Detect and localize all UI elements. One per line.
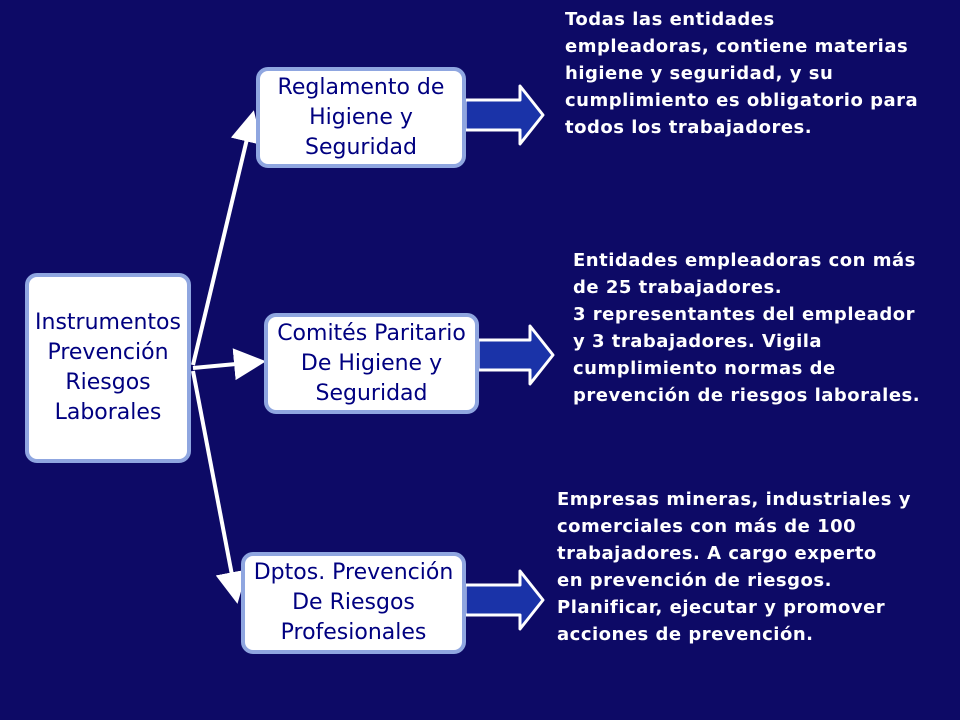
connector-arrow-top	[191, 110, 262, 366]
branch-box-line: Seguridad	[315, 380, 428, 406]
description-line: higiene y seguridad, y su	[565, 63, 834, 84]
description-line: y 3 trabajadores. Vigila	[573, 331, 823, 352]
connector-arrow-bottom	[191, 370, 248, 604]
description-line: cumplimiento es obligatorio para	[565, 90, 919, 111]
description-line: 3 representantes del empleador	[573, 304, 915, 325]
description-line: Planificar, ejecutar y promover	[557, 597, 886, 618]
description-line: de 25 trabajadores.	[573, 277, 783, 298]
branch-box-line: Dptos. Prevención	[253, 560, 454, 585]
description-line: trabajadores. A cargo experto	[557, 543, 877, 564]
branch-box-reglamento: Reglamento de Higiene y Seguridad	[256, 67, 466, 168]
description-line: empleadoras, contiene materias	[565, 36, 909, 57]
root-line: Prevención	[47, 340, 169, 365]
branch-box-comites: Comités Paritario De Higiene y Seguridad	[264, 313, 479, 414]
branch-box-line: De Riesgos	[292, 590, 415, 615]
branch-box-line: Comités Paritario	[277, 320, 466, 346]
description-line: Todas las entidades	[565, 9, 775, 30]
description-line: en prevención de riesgos.	[557, 570, 832, 591]
description-line: Empresas mineras, industriales y	[557, 489, 911, 510]
description-line: todos los trabajadores.	[565, 117, 813, 138]
branch-box-line: Profesionales	[280, 620, 427, 645]
branch-box-text: Dptos. Prevención De Riesgos Profesional…	[254, 558, 454, 648]
branch-box-dptos: Dptos. Prevención De Riesgos Profesional…	[241, 552, 466, 654]
root-node-text: Instrumentos Prevención Riesgos Laborale…	[35, 308, 181, 428]
block-arrow-top	[463, 84, 545, 146]
branch-box-line: Reglamento de	[277, 74, 445, 100]
description-line: comerciales con más de 100	[557, 516, 857, 537]
description-line: Entidades empleadoras con más	[573, 250, 916, 271]
block-arrow-middle	[476, 324, 555, 386]
description-line: acciones de prevención.	[557, 624, 814, 645]
branch-description-dptos: Empresas mineras, industriales y comerci…	[557, 486, 911, 648]
root-line: Laborales	[54, 400, 162, 425]
root-node-box: Instrumentos Prevención Riesgos Laborale…	[25, 273, 191, 463]
branch-box-line: Seguridad	[305, 134, 417, 160]
connector-arrow-middle	[192, 348, 266, 381]
branch-description-reglamento: Todas las entidades empleadoras, contien…	[565, 6, 918, 141]
branch-box-line: De Higiene y	[300, 350, 443, 376]
description-line: cumplimiento normas de	[573, 358, 836, 379]
block-arrow-bottom	[463, 569, 545, 631]
branch-box-text: Reglamento de Higiene y Seguridad	[278, 73, 445, 163]
branch-box-line: Higiene y	[309, 104, 413, 130]
branch-box-text: Comités Paritario De Higiene y Seguridad	[277, 319, 466, 409]
description-line: prevención de riesgos laborales.	[573, 385, 921, 406]
branch-description-comites: Entidades empleadoras con más de 25 trab…	[573, 247, 920, 409]
root-line: Instrumentos	[35, 310, 181, 335]
root-line: Riesgos	[65, 370, 151, 395]
